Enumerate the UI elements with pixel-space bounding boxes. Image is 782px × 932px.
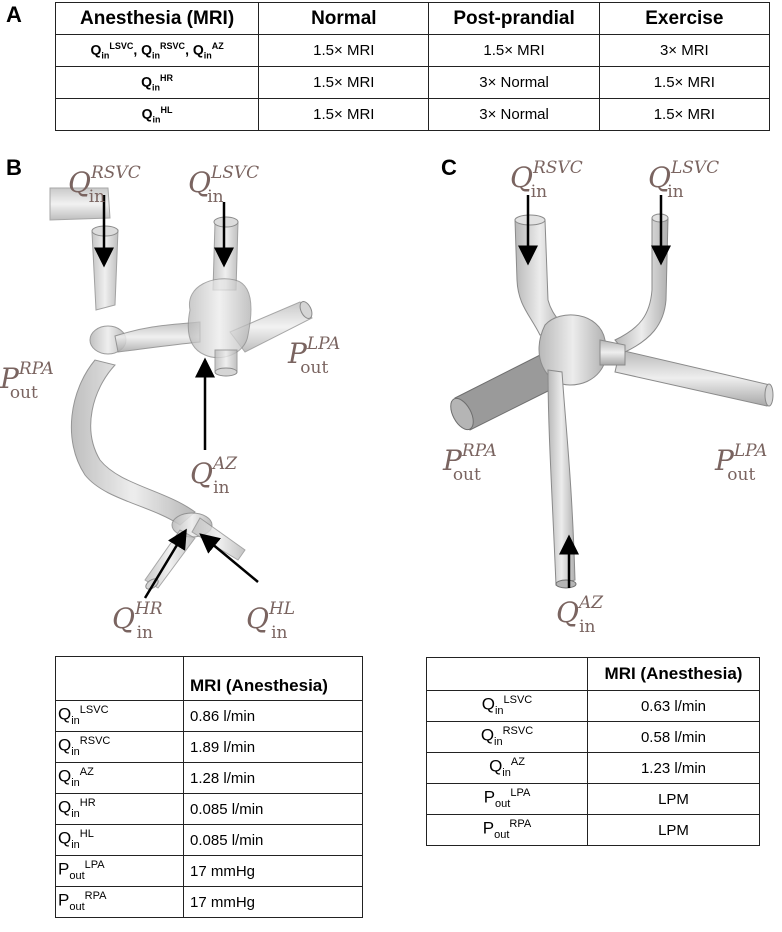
central-chamber (187, 278, 252, 359)
cell-exercise: 1.5× MRI (598, 66, 771, 99)
row-label: QinHR (54, 66, 260, 99)
table-header-row: MRI (Anesthesia) (426, 657, 760, 691)
boundary-conditions-table: Anesthesia (MRI) Normal Post-prandial Ex… (54, 2, 771, 131)
cell-post-prandial: 3× Normal (428, 98, 600, 131)
table-row: QinAZ 1.28 l/min (55, 762, 363, 794)
rpa-vessel (49, 187, 111, 221)
panel-c-values-table: MRI (Anesthesia) QinLSVC 0.63 l/min QinR… (426, 657, 760, 846)
panel-b-values-table: MRI (Anesthesia) QinLSVC 0.86 l/min QinR… (55, 656, 363, 918)
table-row: PoutLPA LPM (426, 783, 760, 815)
table-row: QinRSVC 1.89 l/min (55, 731, 363, 763)
az-vessel-c (547, 369, 576, 586)
central-junction-c (538, 314, 607, 386)
cell-normal: 1.5× MRI (258, 98, 430, 131)
table-row: PoutRPA LPM (426, 814, 760, 846)
cell-exercise: 3× MRI (598, 34, 771, 67)
row-label: QinHL (54, 98, 260, 131)
table-row: QinHL 0.085 l/min (55, 824, 363, 856)
hl-vessel (191, 517, 246, 561)
table-row: QinHL 1.5× MRI 3× Normal 1.5× MRI (54, 98, 771, 131)
table-header-row: Anesthesia (MRI) Normal Post-prandial Ex… (54, 2, 771, 35)
panel-letter-c: C (441, 155, 457, 180)
table-row: QinLSVC, QinRSVC, QinAZ 1.5× MRI 1.5× MR… (54, 34, 771, 67)
cell-normal: 1.5× MRI (258, 66, 430, 99)
lpa-vessel-c (614, 349, 771, 407)
table-row: QinHR 1.5× MRI 3× Normal 1.5× MRI (54, 66, 771, 99)
panel-letter-a: A (6, 2, 22, 27)
arrow-hr (143, 528, 187, 599)
arrow-hl (199, 533, 259, 583)
table-row: PoutLPA 17 mmHg (55, 855, 363, 887)
panel-letter-b: B (6, 155, 22, 180)
table-row: QinLSVC 0.63 l/min (426, 690, 760, 722)
header-mri-anesthesia: MRI (Anesthesia) (183, 656, 363, 701)
table-row: QinRSVC 0.58 l/min (426, 721, 760, 753)
table-row: QinHR 0.085 l/min (55, 793, 363, 825)
header-post-prandial: Post-prandial (428, 2, 600, 35)
cell-post-prandial: 1.5× MRI (428, 34, 600, 67)
ivc-vessel (70, 359, 196, 526)
header-normal: Normal (258, 2, 430, 35)
header-anesthesia: Anesthesia (MRI) (54, 2, 260, 35)
table-row: QinAZ 1.23 l/min (426, 752, 760, 784)
table-row: PoutRPA 17 mmHg (55, 886, 363, 918)
table-row: QinLSVC 0.86 l/min (55, 700, 363, 732)
header-exercise: Exercise (598, 2, 771, 35)
cell-normal: 1.5× MRI (258, 34, 430, 67)
cell-post-prandial: 3× Normal (428, 66, 600, 99)
table-header-row: MRI (Anesthesia) (55, 656, 363, 701)
header-mri-anesthesia: MRI (Anesthesia) (587, 657, 760, 691)
row-label: QinLSVC, QinRSVC, QinAZ (54, 34, 260, 67)
cell-exercise: 1.5× MRI (598, 98, 771, 131)
